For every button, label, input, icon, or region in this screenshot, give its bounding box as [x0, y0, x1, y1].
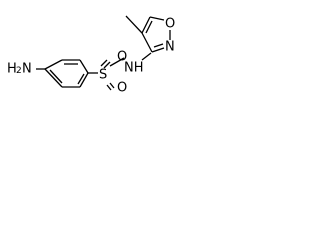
bond-s-o-bottom-a [109, 82, 115, 89]
amide-group: NH [109, 52, 152, 76]
bond-c1-c2 [44, 59, 63, 70]
bond-n2-c3 [151, 47, 165, 53]
bond-c3-c4 [79, 59, 89, 74]
bond-c4-methyl [125, 15, 143, 34]
amine-subscript: 2 [16, 66, 22, 76]
bond-c4-c5 [79, 72, 89, 88]
amine-h-label: H [7, 62, 17, 77]
double-bond-c4-c5 [77, 73, 85, 85]
bond-s-o-top-a [103, 61, 111, 69]
bond-nh-c3 [141, 52, 152, 61]
double-bond-n2-c3 [153, 43, 164, 48]
bond-c6-c1 [44, 68, 63, 88]
bond-c5-o1 [149, 16, 165, 21]
bond-c3-c4 [141, 32, 153, 53]
isoxazole-ring: O N [125, 15, 175, 55]
ring-nitrogen-label: N [165, 40, 175, 55]
ring-oxygen-label: O [165, 17, 175, 32]
bond-s-nh [109, 57, 125, 67]
benzene-ring [44, 59, 89, 88]
double-bond-c6-c1 [49, 69, 63, 84]
sulfonyl-group: S O O [88, 50, 127, 96]
sulfur-label: S [99, 68, 107, 83]
amine-n-label: N [22, 62, 32, 77]
amide-nh-label: NH [124, 61, 144, 76]
oxygen-bottom-label: O [117, 81, 127, 96]
chemical-structure: H 2 N S O O NH O N [7, 15, 175, 96]
bond-s-o-bottom-b [106, 84, 112, 91]
amine-group: H 2 N [7, 62, 45, 77]
bond-s-o-top-b [100, 59, 108, 67]
bond-c4-c5 [141, 16, 151, 34]
oxygen-top-label: O [117, 50, 127, 65]
double-bond-c4-c5 [145, 20, 153, 34]
